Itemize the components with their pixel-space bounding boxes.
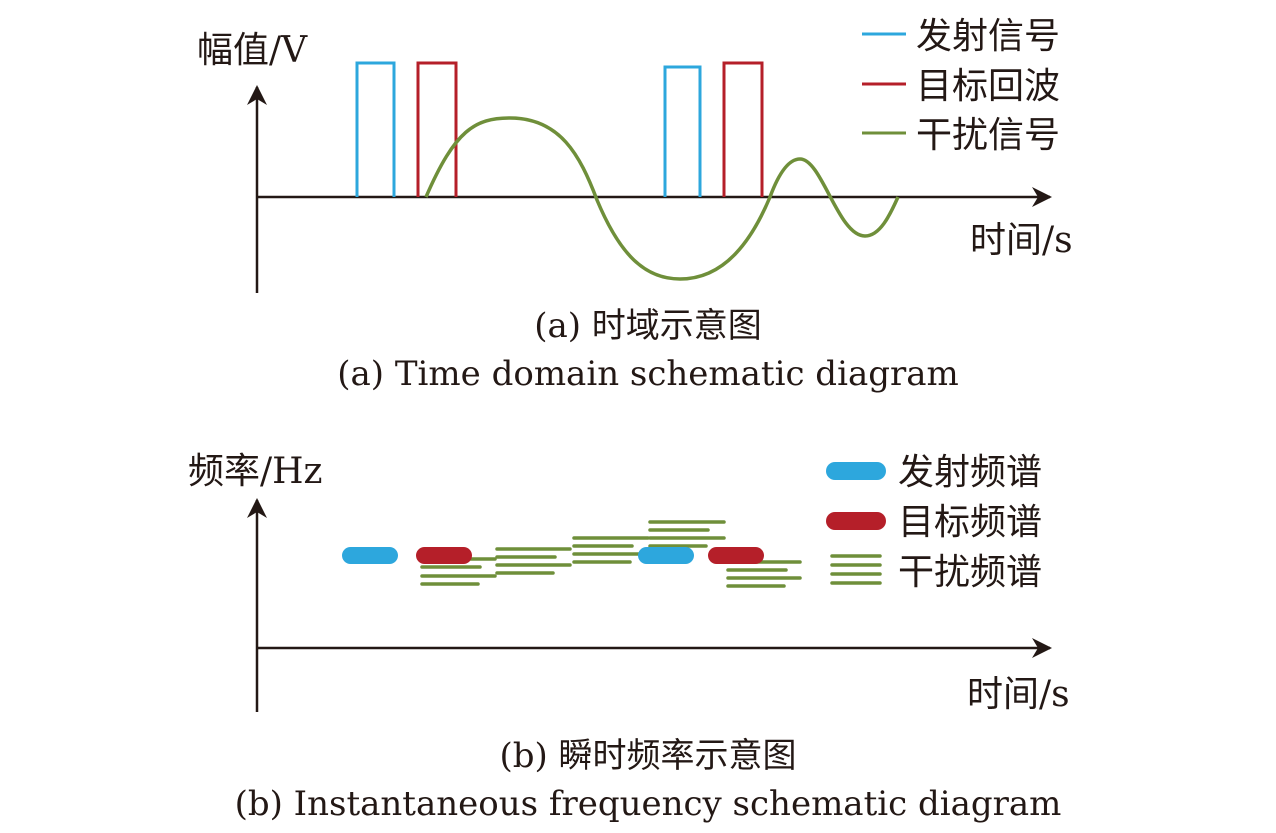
legend-jamming-spectrum-swatch <box>830 554 882 585</box>
target-echo-pulse-1 <box>416 61 458 197</box>
panel-b-caption-en: (b) Instantaneous frequency schematic di… <box>235 784 1062 824</box>
panel-a-time-domain: 幅值/V 时间/s 发射信号 目标回波 干扰信号 (a) 时域示意图 (a) T… <box>197 16 1073 394</box>
panel-a-y-label: 幅值/V <box>197 30 308 71</box>
legend-transmit-spectrum-label: 发射频谱 <box>898 452 1042 493</box>
panel-b-caption-cn: (b) 瞬时频率示意图 <box>499 736 796 776</box>
legend-transmit-spectrum-swatch <box>826 462 886 480</box>
legend-transmit-label: 发射信号 <box>916 16 1060 57</box>
legend-target-spectrum-swatch <box>826 512 886 530</box>
target-echo-pulse-2 <box>722 61 764 197</box>
transmit-pulse-1 <box>355 61 396 197</box>
legend-jamming-label: 干扰信号 <box>916 115 1060 156</box>
transmit-pulse-2 <box>663 65 702 197</box>
target-spectrum-1 <box>416 547 472 564</box>
panel-b-x-label: 时间/s <box>967 674 1070 715</box>
panel-a-legend: 发射信号 目标回波 干扰信号 <box>862 16 1060 156</box>
panel-b-legend: 发射频谱 目标频谱 干扰频谱 <box>826 452 1042 593</box>
target-spectrum-2 <box>708 547 764 564</box>
panel-a-caption-cn: (a) 时域示意图 <box>534 306 762 346</box>
legend-target-label: 目标回波 <box>916 66 1060 107</box>
legend-jamming-spectrum-label: 干扰频谱 <box>898 552 1042 593</box>
legend-target-spectrum-label: 目标频谱 <box>898 502 1042 543</box>
panel-b-instantaneous-frequency: 频率/Hz 时间/s <box>188 451 1070 824</box>
jamming-spectrum-group <box>420 520 802 588</box>
panel-a-x-label: 时间/s <box>970 220 1073 261</box>
panel-b-y-label: 频率/Hz <box>188 451 323 492</box>
jamming-signal-wave <box>424 116 900 281</box>
panel-a-caption-en: (a) Time domain schematic diagram <box>337 354 959 394</box>
transmit-spectrum-1 <box>342 547 398 564</box>
transmit-spectrum-2 <box>638 547 694 564</box>
